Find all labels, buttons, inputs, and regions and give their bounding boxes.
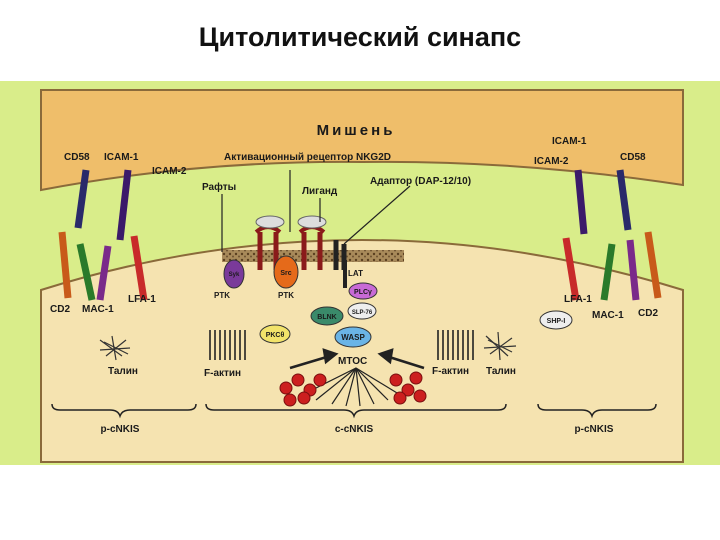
mtoc-label: MTOC <box>338 356 367 367</box>
wasp-label: WASP <box>341 333 365 342</box>
mac1-right-label: MAC-1 <box>592 310 624 321</box>
ligand-label: Лиганд <box>302 186 338 197</box>
src-label: Src <box>280 270 291 277</box>
factin-left-label: F-актин <box>204 368 241 379</box>
target-cell <box>41 90 683 190</box>
icam1-left-label: ICAM-1 <box>104 152 139 163</box>
talin-right-label: Талин <box>486 366 516 377</box>
cd2-left-label: CD2 <box>50 304 70 315</box>
syk-label: Syk <box>229 272 240 278</box>
cd58-right-label: CD58 <box>620 152 646 163</box>
icam1-right-label: ICAM-1 <box>552 136 587 147</box>
lat-molecule <box>343 260 347 288</box>
pcnkis-left-label: p-cNKIS <box>101 424 140 435</box>
slp76-label: SLP-76 <box>352 310 373 316</box>
talin-left-label: Талин <box>108 366 138 377</box>
ptk-mid-label: PTK <box>278 291 294 300</box>
lfa1-right-label: LFA-1 <box>564 294 592 305</box>
factin-right-label: F-актин <box>432 366 469 377</box>
blnk-label: BLNK <box>317 314 336 321</box>
lipid-raft <box>222 250 404 262</box>
mac1-left-label: MAC-1 <box>82 304 114 315</box>
target-cell-label: Мишень <box>317 122 396 139</box>
ccnkis-label: c-cNKIS <box>335 424 374 435</box>
pcnkis-right-label: p-cNKIS <box>575 424 614 435</box>
plcg-label: PLCγ <box>354 289 372 296</box>
ptk-left-label: PTK <box>214 291 230 300</box>
adaptor-label: Адаптор (DAP-12/10) <box>370 176 471 187</box>
shp1-label: SHP-I <box>547 318 566 325</box>
icam2-right-label: ICAM-2 <box>534 156 569 167</box>
cd2-right-label: CD2 <box>638 308 658 319</box>
nkg2d-label: Активационный рецептор NKG2D <box>224 152 391 163</box>
rafts-label: Рафты <box>202 181 236 193</box>
cd58-left-label: CD58 <box>64 152 90 163</box>
lat-label: LAT <box>348 269 363 278</box>
lfa1-left-label: LFA-1 <box>128 294 156 305</box>
pkc-label: PKCθ <box>266 332 285 339</box>
icam2-left-label: ICAM-2 <box>152 166 187 177</box>
